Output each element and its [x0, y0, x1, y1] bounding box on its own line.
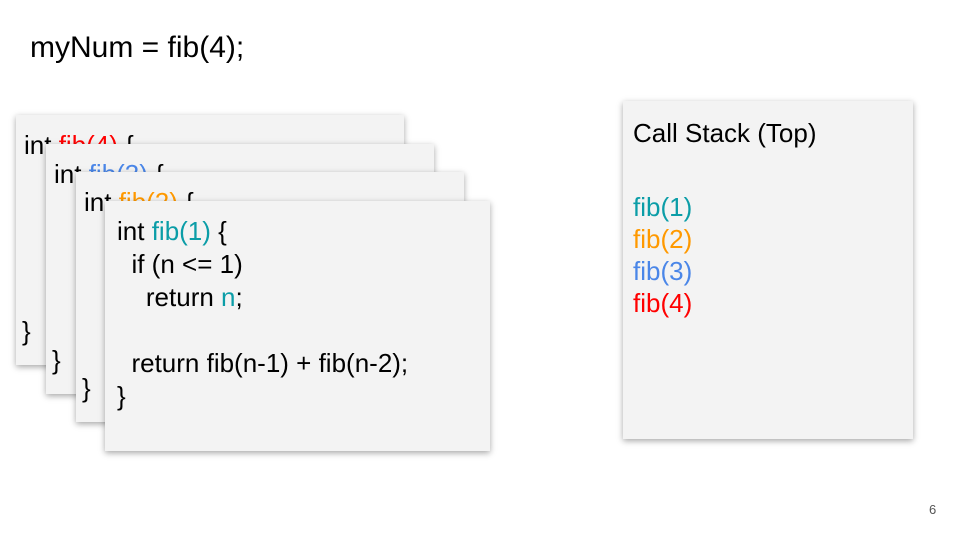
code-line-return-n: return n; [117, 281, 408, 314]
return-variable: n [221, 282, 236, 312]
page-number: 6 [929, 502, 937, 517]
call-stack-panel: Call Stack (Top) fib(1) fib(2) fib(3) fi… [623, 101, 913, 439]
frame-open-brace: { [210, 216, 227, 246]
call-stack-item: fib(3) [633, 256, 693, 286]
call-stack-list: fib(1) fib(2) fib(3) fib(4) [633, 191, 692, 319]
code-line-close-brace: } [117, 381, 126, 411]
frame-keyword: int [117, 216, 152, 246]
call-stack-item: fib(1) [633, 192, 693, 222]
frame-close-brace: } [82, 373, 91, 403]
semicolon: ; [235, 282, 243, 312]
call-stack-item: fib(4) [633, 288, 693, 318]
frame-close-brace: } [52, 345, 61, 375]
code-block: int fib(1) { if (n <= 1) return n; retur… [117, 215, 408, 413]
code-line-blank [117, 314, 408, 347]
frame-close-brace: } [22, 316, 31, 346]
frame-card-fib1: int fib(1) { if (n <= 1) return n; retur… [105, 201, 490, 451]
return-keyword: return [117, 282, 222, 312]
frame-function-name: fib(1) [151, 216, 211, 246]
call-stack-title: Call Stack (Top) [633, 118, 817, 148]
slide-title: myNum = fib(4); [30, 31, 245, 64]
call-stack-item: fib(2) [633, 224, 693, 254]
code-line-recursive-return: return fib(n-1) + fib(n-2); [117, 348, 409, 378]
code-line-if: if (n <= 1) [117, 249, 243, 279]
code-line-signature: int fib(1) { [117, 215, 408, 248]
